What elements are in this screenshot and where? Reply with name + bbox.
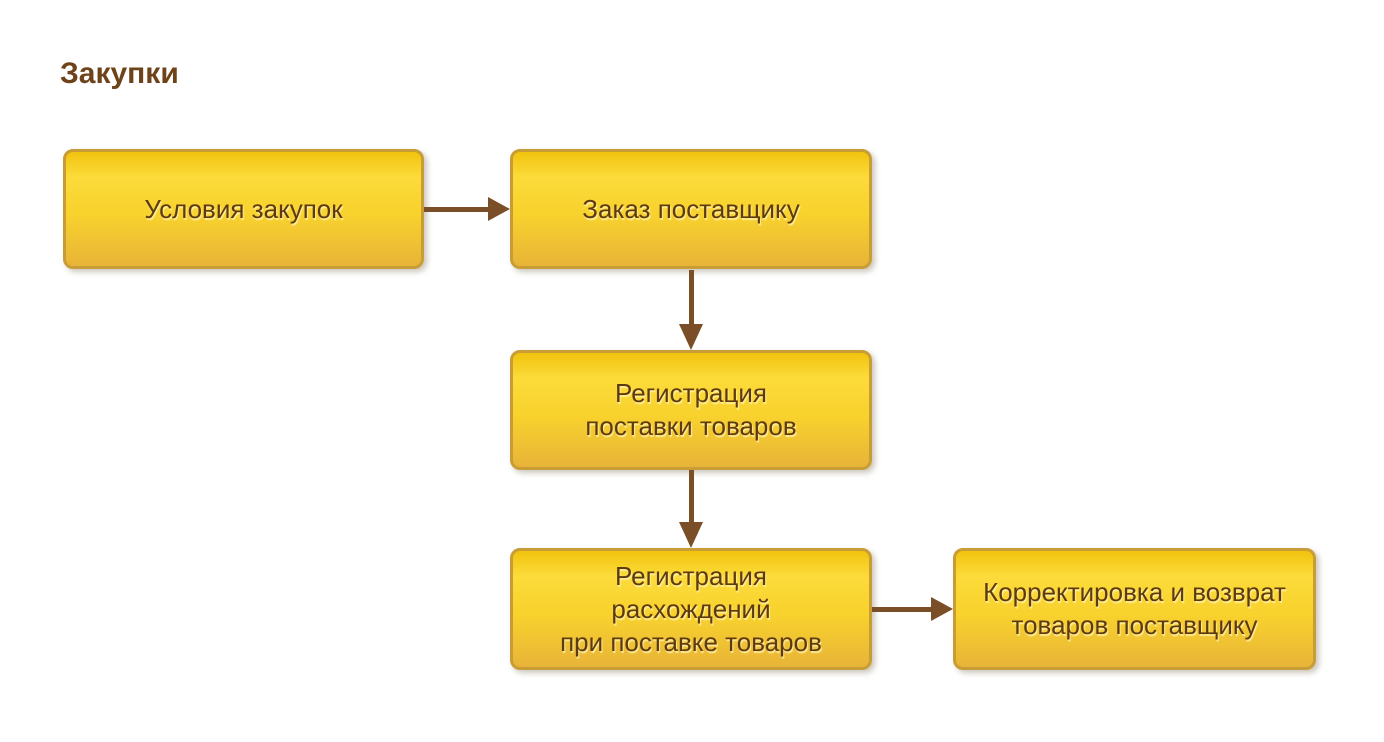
node-delivery-discrepancy-registration[interactable]: Регистрация расхождений при поставке тов… [510,548,872,670]
node-supplier-order[interactable]: Заказ поставщику [510,149,872,269]
node-supplier-order-label: Заказ поставщику [582,193,800,224]
arrow-order-to-delivery-registration [679,270,703,350]
node-purchase-conditions-label: Условия закупок [144,193,343,224]
node-goods-delivery-registration-label: Регистрация поставки товаров [585,378,797,441]
arrow-discrepancy-to-correction-return [872,597,953,621]
arrow-line [689,470,694,523]
arrow-delivery-to-discrepancy-registration [679,470,703,548]
node-correction-and-return-to-supplier-label: Корректировка и возврат товаров поставщи… [983,577,1286,640]
node-correction-and-return-to-supplier[interactable]: Корректировка и возврат товаров поставщи… [953,548,1316,670]
arrow-head-down-icon [679,522,703,548]
arrow-line [689,270,694,325]
arrow-line [872,607,933,612]
node-delivery-discrepancy-registration-label: Регистрация расхождений при поставке тов… [560,560,822,657]
arrow-head-right-icon [931,597,953,621]
arrow-head-down-icon [679,324,703,350]
arrow-conditions-to-order [424,197,510,221]
node-goods-delivery-registration[interactable]: Регистрация поставки товаров [510,350,872,470]
diagram-title: Закупки [60,57,179,90]
arrow-line [424,207,490,212]
arrow-head-right-icon [488,197,510,221]
node-purchase-conditions[interactable]: Условия закупок [63,149,424,269]
